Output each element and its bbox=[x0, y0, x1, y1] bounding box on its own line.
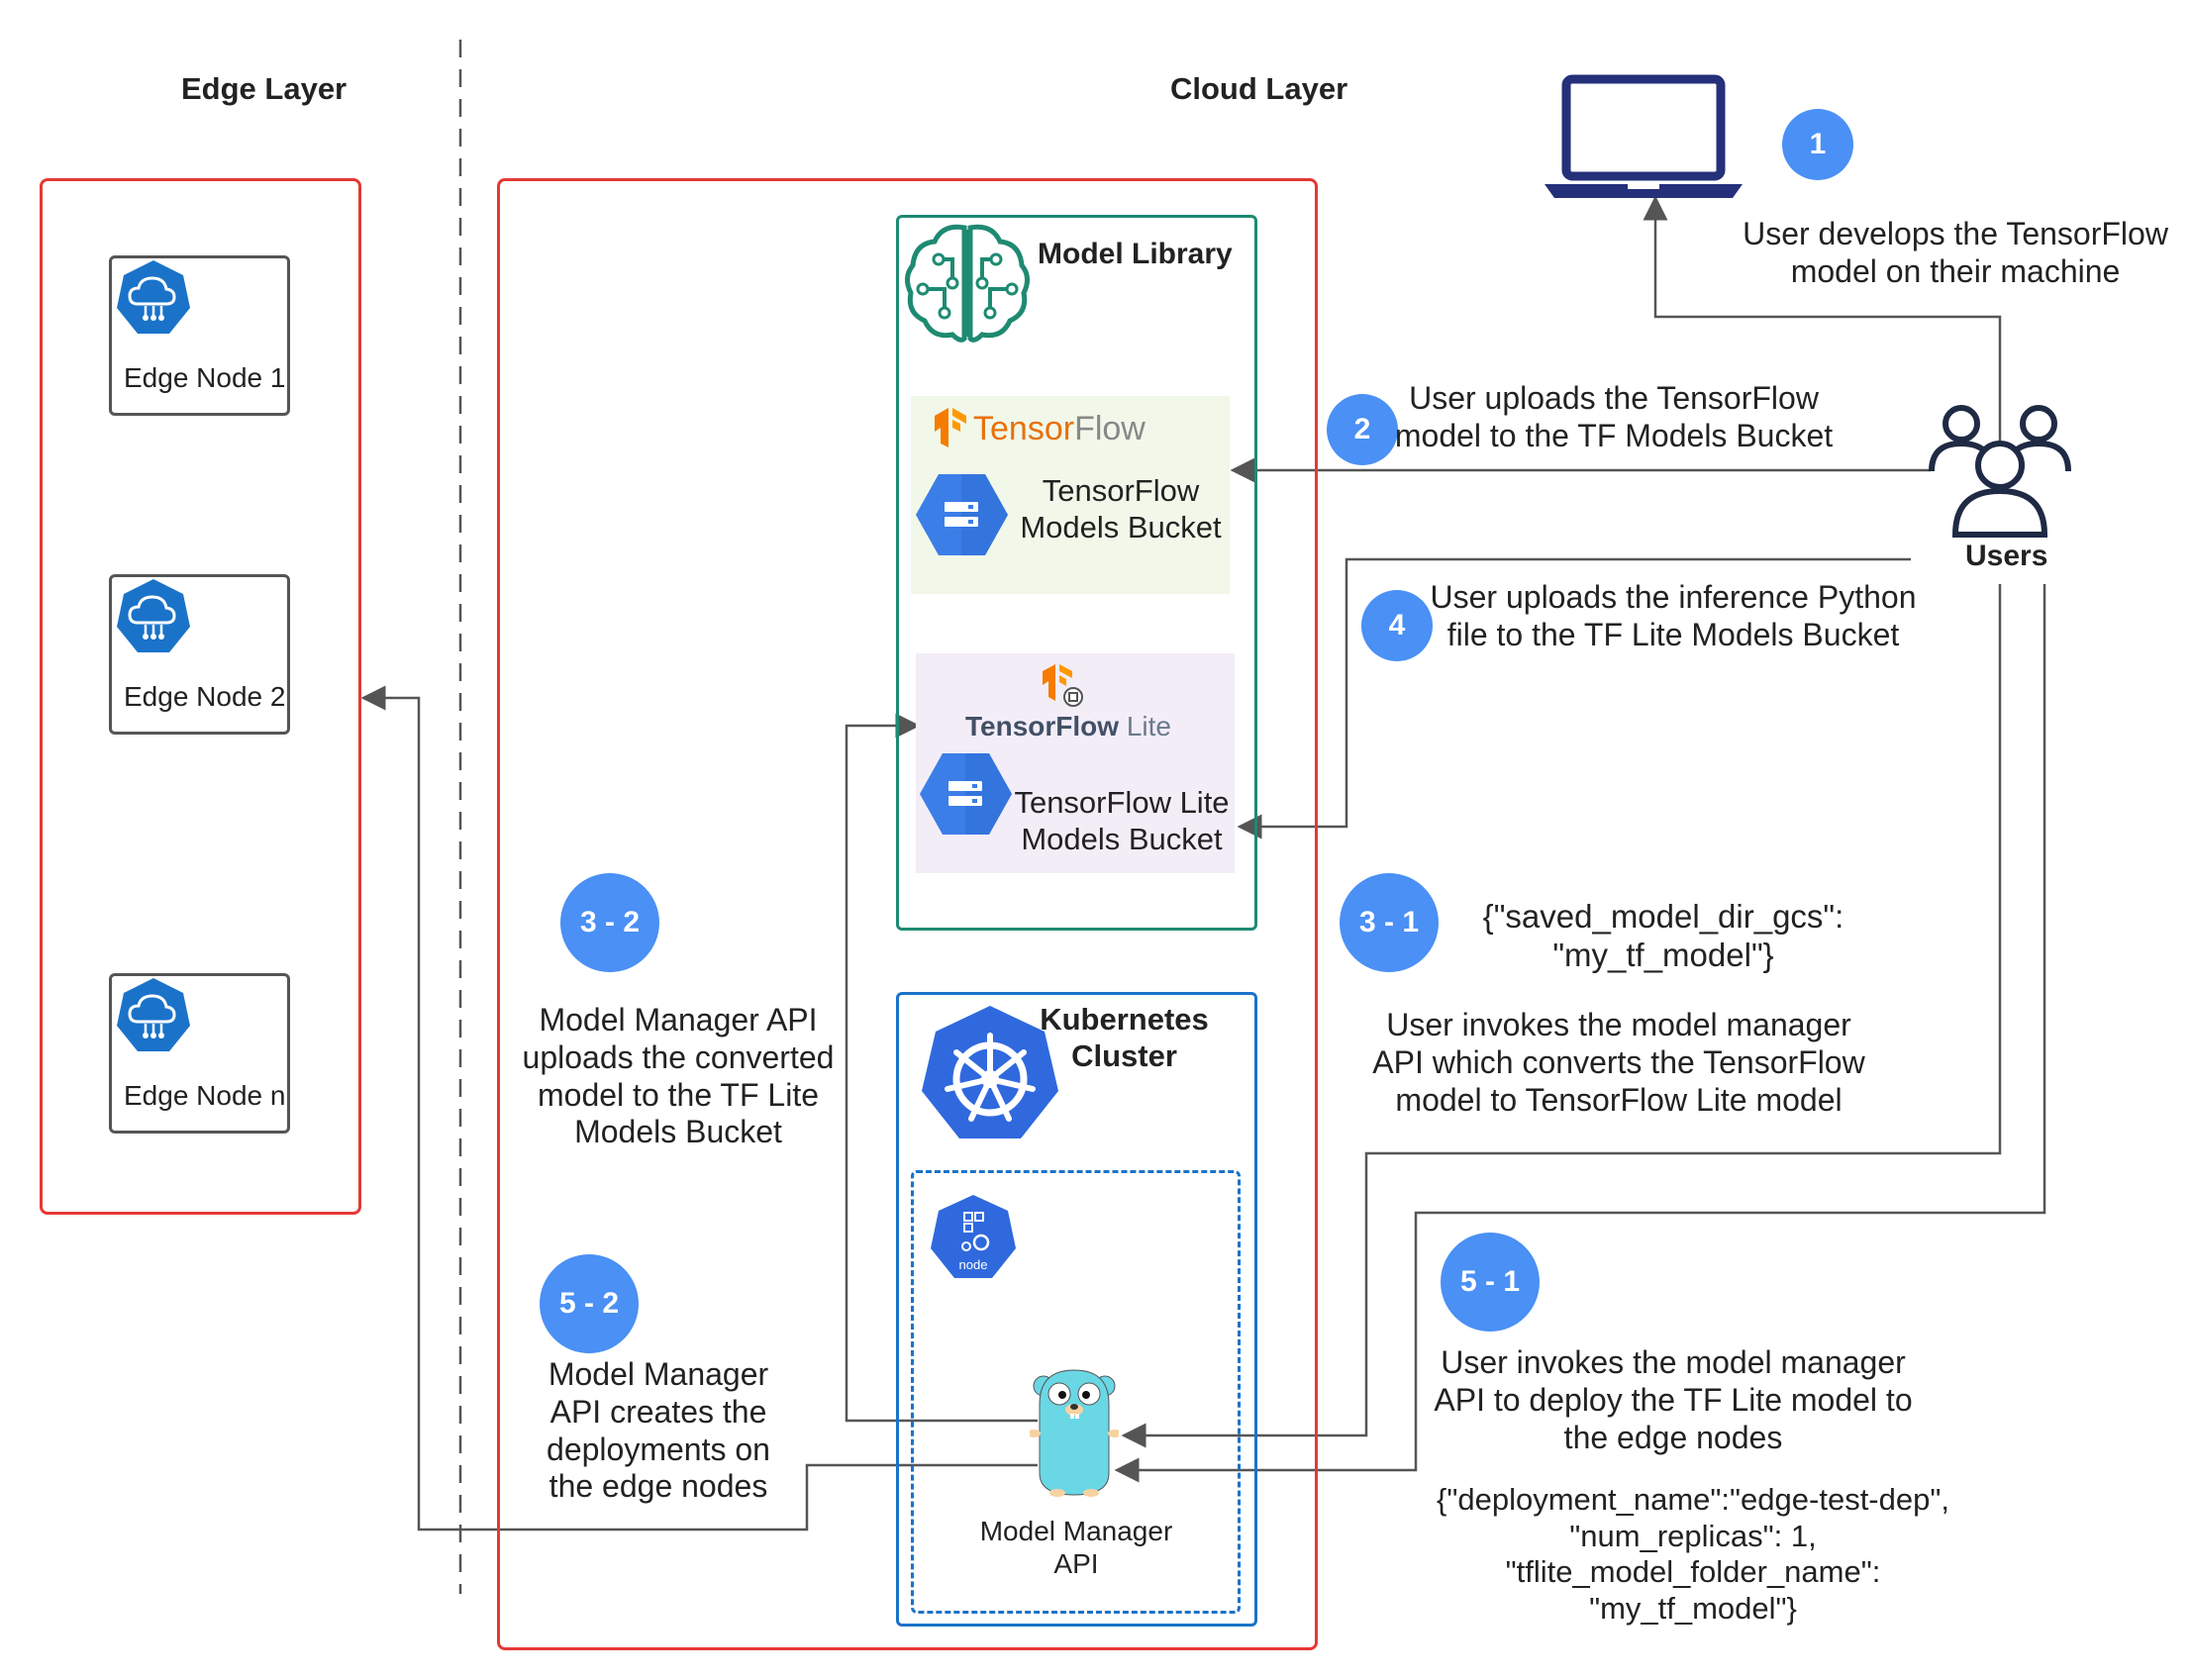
edge-node-label: Edge Node 2 bbox=[124, 681, 286, 712]
step-badge-4: 4 bbox=[1361, 590, 1433, 661]
arrow-step-5-2 bbox=[360, 685, 1038, 1532]
step-badge-3-2: 3 - 2 bbox=[560, 873, 659, 972]
tensorflow-logo-icon bbox=[935, 408, 966, 447]
edge-node-label: Edge Node n bbox=[124, 1080, 286, 1111]
step-badge-1: 1 bbox=[1782, 109, 1853, 180]
tensorflow-wordmark-flow: Flow bbox=[1074, 410, 1146, 447]
tensorflow-wordmark-tensor: Tensor bbox=[973, 410, 1075, 447]
laptop-icon bbox=[1545, 74, 1743, 198]
k8s-node-icon: node bbox=[931, 1195, 1016, 1278]
step-2-text: User uploads the TensorFlow model to the… bbox=[1394, 380, 1834, 453]
tf-bucket-label: TensorFlow Models Bucket bbox=[1020, 473, 1222, 544]
k8s-node-box bbox=[911, 1170, 1241, 1614]
step-5-1-payload: {"deployment_name":"edge-test-dep", "num… bbox=[1437, 1482, 1949, 1626]
tensorflow-lite-wordmark: TensorFlow Lite bbox=[965, 711, 1171, 742]
step-badge-5-2: 5 - 2 bbox=[540, 1254, 639, 1353]
cloud-layer-title: Cloud Layer bbox=[1170, 71, 1348, 106]
arrow-step-3-1 bbox=[1121, 584, 2002, 1448]
edge-node-label: Edge Node 1 bbox=[124, 362, 286, 393]
tensorflow-wordmark: TensorFlow bbox=[973, 410, 1146, 448]
arrow-step-3-2 bbox=[845, 713, 1038, 1423]
gcs-bucket-icon bbox=[920, 753, 1012, 835]
tensorflow-lite-logo-icon bbox=[1043, 664, 1083, 707]
model-library-box bbox=[896, 215, 1257, 931]
gopher-api-icon[interactable] bbox=[1030, 1364, 1119, 1498]
step-1-text: User develops the TensorFlow model on th… bbox=[1743, 216, 2168, 289]
cloud-node-icon bbox=[117, 260, 190, 334]
step-badge-3-1: 3 - 1 bbox=[1340, 873, 1439, 972]
step-3-1-payload: {"saved_model_dir_gcs": "my_tf_model"} bbox=[1482, 898, 1844, 973]
edge-node-n[interactable]: Edge Node n bbox=[109, 973, 290, 1134]
k8s-node-label: node bbox=[959, 1257, 988, 1272]
arrow-step-1 bbox=[1643, 195, 2002, 450]
arrow-step-4 bbox=[1237, 557, 1911, 840]
cloud-node-icon bbox=[117, 579, 190, 652]
step-5-2-text: Model Manager API creates the deployment… bbox=[547, 1356, 770, 1505]
users-icon[interactable] bbox=[1926, 400, 2074, 539]
kubernetes-icon bbox=[922, 1006, 1058, 1138]
kubernetes-cluster-box bbox=[896, 992, 1257, 1627]
step-badge-2: 2 bbox=[1327, 394, 1398, 465]
step-4-text: User uploads the inference Python file t… bbox=[1430, 579, 1917, 652]
edge-node-2[interactable]: Edge Node 2 bbox=[109, 574, 290, 735]
gcs-bucket-icon bbox=[916, 474, 1008, 555]
tflite-wordmark-lite: Lite bbox=[1126, 711, 1171, 741]
step-3-2-text: Model Manager API uploads the converted … bbox=[522, 1002, 835, 1150]
step-badge-5-1: 5 - 1 bbox=[1441, 1233, 1540, 1332]
tflite-bucket-label: TensorFlow Lite Models Bucket bbox=[1014, 785, 1230, 856]
brain-circuit-icon bbox=[905, 224, 1030, 343]
edge-layer-box bbox=[40, 178, 361, 1215]
edge-node-1[interactable]: Edge Node 1 bbox=[109, 255, 290, 416]
users-label: Users bbox=[1965, 540, 2048, 572]
model-library-title: Model Library bbox=[1038, 238, 1233, 270]
step-5-1-text: User invokes the model manager API to de… bbox=[1434, 1344, 1913, 1455]
cloud-node-icon bbox=[117, 978, 190, 1051]
step-3-1-text: User invokes the model manager API which… bbox=[1372, 1007, 1865, 1118]
tflite-wordmark-tensorflow: TensorFlow bbox=[965, 711, 1120, 741]
cloud-layer-box bbox=[497, 178, 1318, 1650]
model-manager-api-label: Model Manager API bbox=[979, 1516, 1173, 1580]
kubernetes-cluster-title: Kubernetes Cluster bbox=[1040, 1002, 1209, 1073]
edge-layer-title: Edge Layer bbox=[181, 71, 348, 106]
